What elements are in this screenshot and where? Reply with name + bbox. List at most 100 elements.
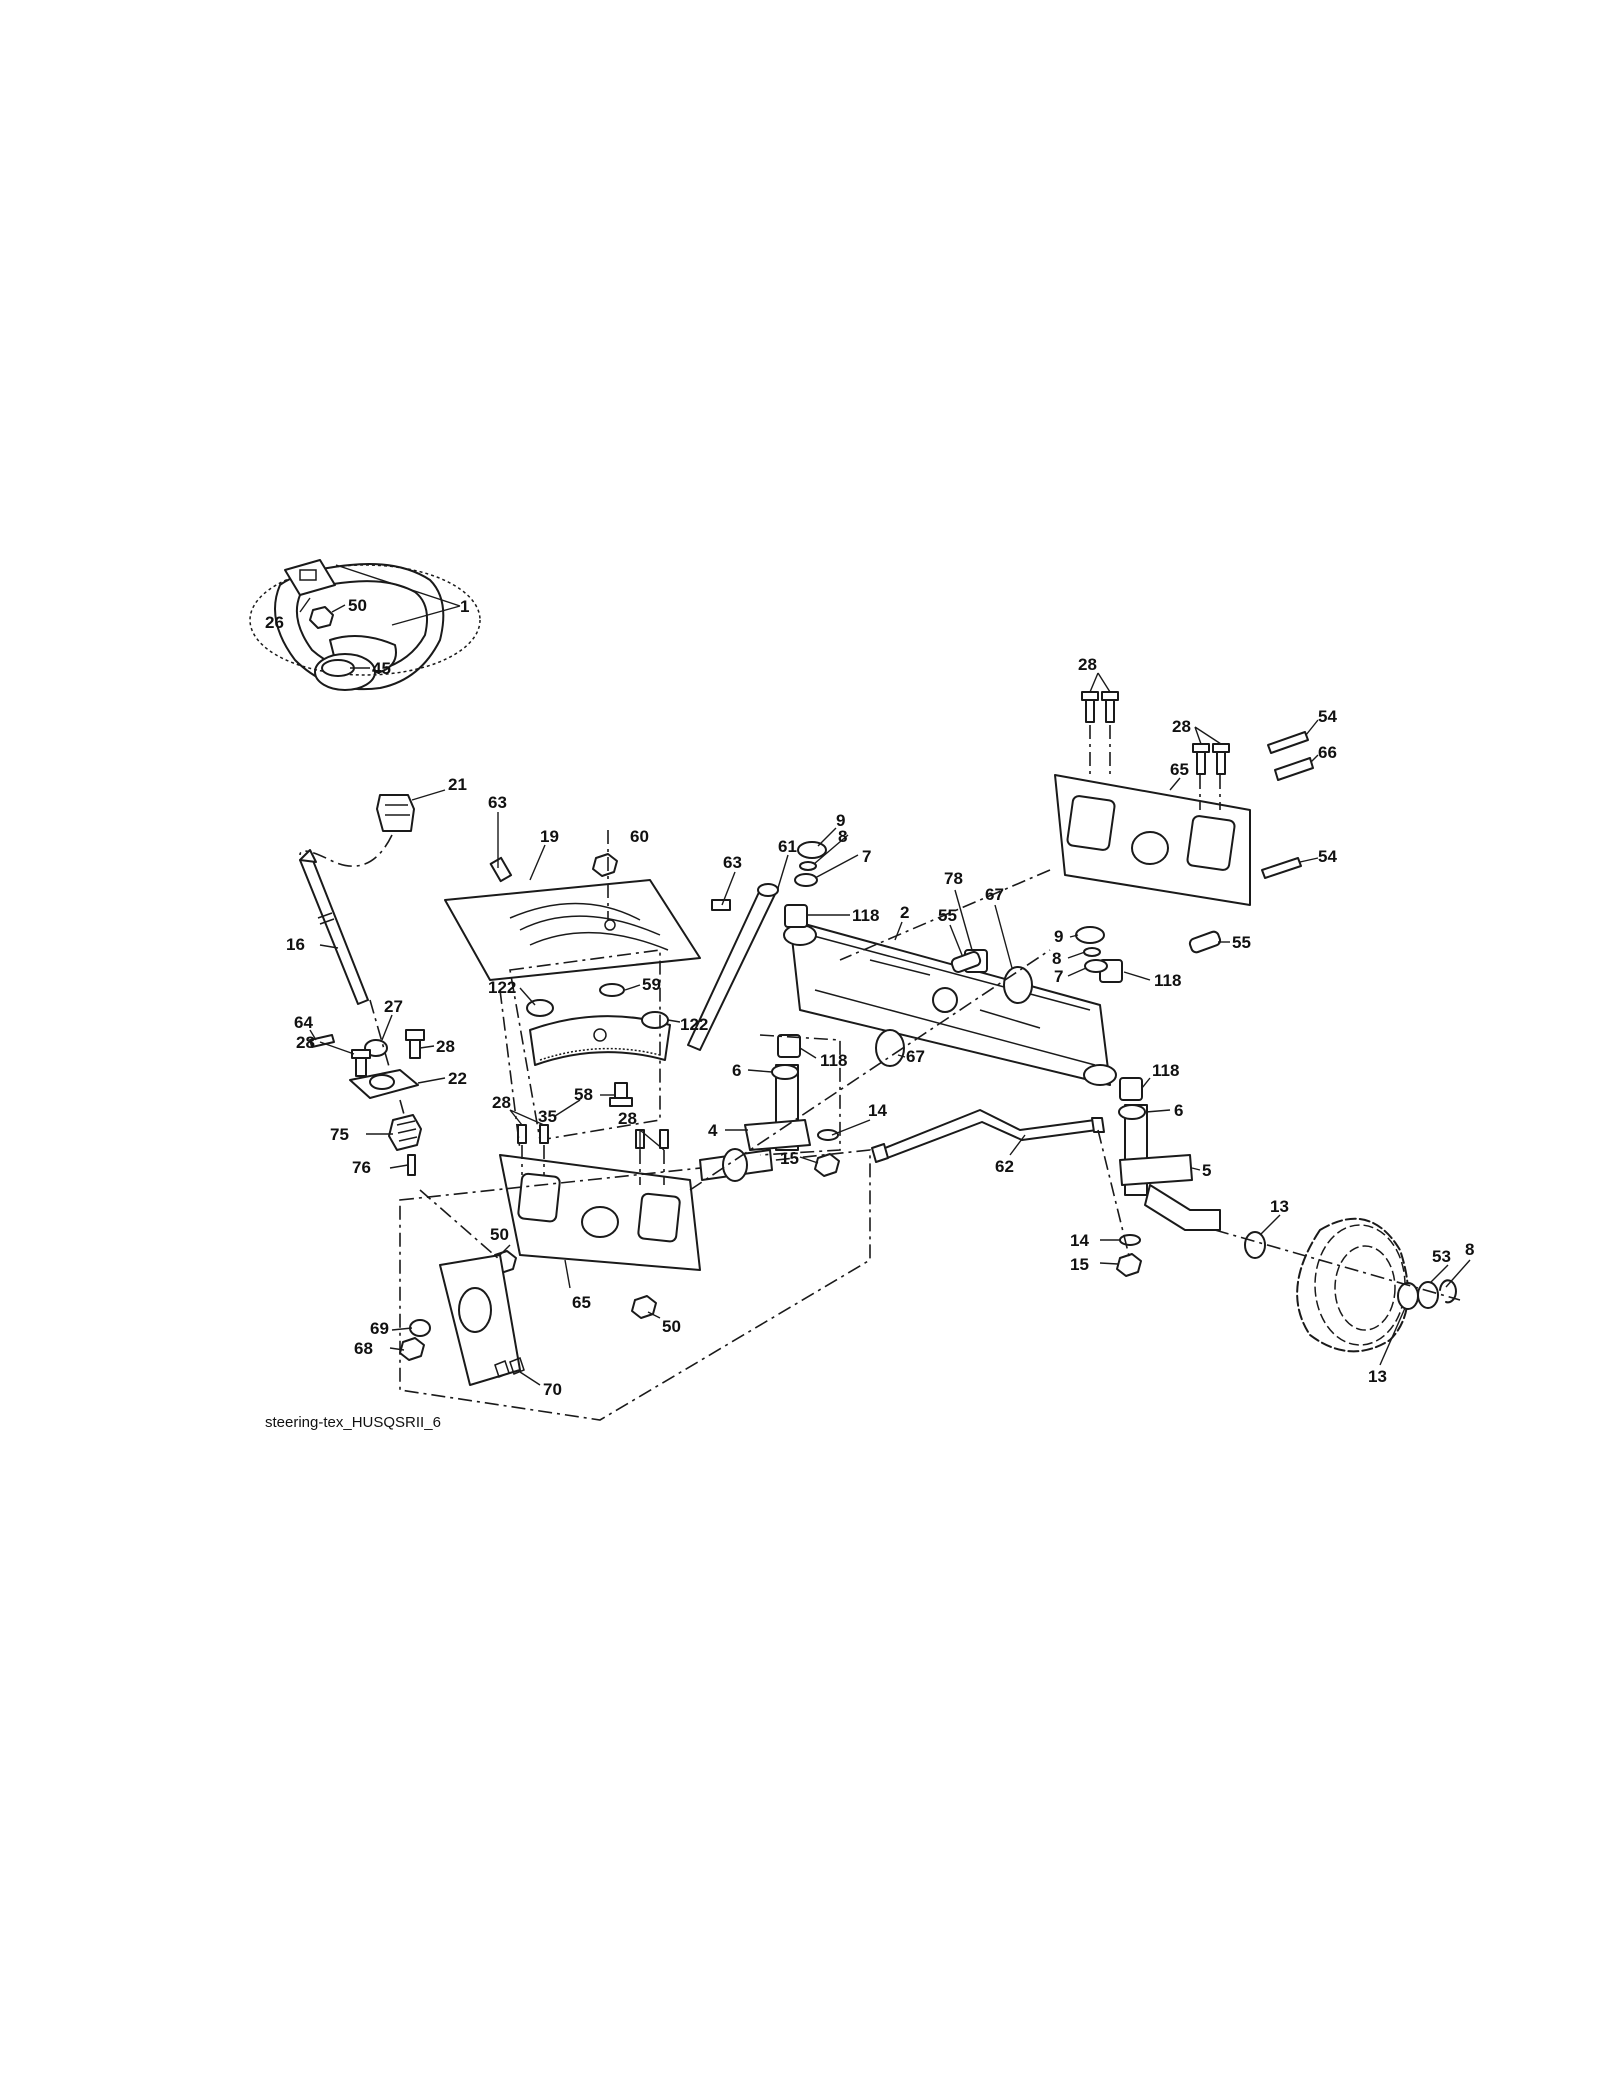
callout-22: 22 — [448, 1069, 467, 1088]
bolt-76 — [407, 1154, 416, 1176]
callout-28b: 28 — [296, 1033, 315, 1052]
callout-8: 8 — [838, 827, 847, 846]
bolt-28-right-c — [1192, 743, 1210, 775]
nut-15-right — [1116, 1253, 1142, 1277]
callout-69: 69 — [370, 1319, 389, 1338]
assembly-line-right-plate — [839, 869, 1051, 961]
callout-65: 65 — [1170, 760, 1189, 779]
drag-link — [687, 883, 779, 1051]
steering-wheel-cap — [284, 559, 336, 596]
callout-45: 45 — [372, 659, 391, 678]
callout-61: 61 — [778, 837, 797, 856]
callout-70: 70 — [543, 1380, 562, 1399]
bushing-118-upper-left — [784, 904, 808, 928]
callout-50b: 50 — [490, 1225, 509, 1244]
cap-nut-50 — [309, 606, 334, 629]
callout-19: 19 — [540, 827, 559, 846]
callout-55: 55 — [938, 906, 957, 925]
callout-15b: 15 — [1070, 1255, 1089, 1274]
callout-26: 26 — [265, 613, 284, 632]
callout-7b: 7 — [1054, 967, 1063, 986]
assembly-line-plate-bracket — [419, 1189, 501, 1261]
washer-7-right — [1084, 959, 1108, 973]
callout-28c: 28 — [492, 1093, 511, 1112]
mounting-plate-left — [499, 1154, 701, 1271]
callout-118d: 118 — [1152, 1061, 1179, 1080]
assembly-line-left-spindle — [759, 1034, 841, 1156]
nut-15-left — [814, 1153, 840, 1177]
bolt-28-left — [351, 1049, 371, 1077]
bracket-22 — [349, 1069, 419, 1099]
bolt-28-plate-a — [517, 1124, 527, 1144]
callout-9b: 9 — [1054, 927, 1063, 946]
callout-1: 1 — [460, 597, 469, 616]
callout-65b: 65 — [572, 1293, 591, 1312]
callout-67: 67 — [985, 885, 1004, 904]
tie-rod — [871, 1109, 1105, 1163]
washer-13-inner — [1244, 1231, 1266, 1259]
callout-21: 21 — [448, 775, 467, 794]
front-axle — [783, 919, 1117, 1086]
callout-67b: 67 — [906, 1047, 925, 1066]
callout-28d: 28 — [618, 1109, 637, 1128]
callout-6: 6 — [732, 1061, 741, 1080]
pivot-bushing-67-upper — [1003, 966, 1033, 1004]
bolt-28-plate-d — [659, 1129, 669, 1149]
ring-8-left — [799, 861, 817, 871]
assembly-line-bracket-gear — [399, 1099, 406, 1119]
washer-6-left — [771, 1064, 799, 1080]
callout-54: 54 — [1318, 707, 1337, 726]
bolt-54-lower — [1261, 857, 1302, 879]
callout-28f: 28 — [1172, 717, 1191, 736]
callout-58: 58 — [574, 1085, 593, 1104]
callout-53: 53 — [1432, 1247, 1451, 1266]
callout-66: 66 — [1318, 743, 1337, 762]
ring-8-right — [1083, 947, 1101, 957]
washer-59 — [599, 983, 625, 997]
callout-68: 68 — [354, 1339, 373, 1358]
callout-14: 14 — [868, 1101, 887, 1120]
callout-13: 13 — [1270, 1197, 1289, 1216]
diagram-caption: steering-tex_HUSQSRII_6 — [265, 1414, 441, 1431]
callout-118: 118 — [852, 906, 879, 925]
callout-labels: 1 26 50 45 21 63 19 60 63 16 122 59 122 … — [265, 596, 1474, 1399]
assembly-box-gear — [509, 949, 661, 1141]
callout-14b: 14 — [1070, 1231, 1089, 1250]
washer-69 — [409, 1319, 431, 1337]
front-wheel — [1296, 1217, 1409, 1353]
callout-7: 7 — [862, 847, 871, 866]
assembly-line-shaft-bracket — [369, 999, 391, 1071]
pivot-pin-55-left — [950, 951, 982, 973]
bolt-28-right-d — [1212, 743, 1230, 775]
callout-76: 76 — [352, 1158, 371, 1177]
bushing-122-left — [526, 999, 554, 1017]
bolt-58 — [609, 1082, 633, 1107]
nut-60 — [592, 853, 618, 877]
callout-8b: 8 — [1052, 949, 1061, 968]
callout-118b: 118 — [820, 1051, 847, 1070]
steering-plate — [444, 879, 701, 981]
sector-gear — [529, 1015, 671, 1066]
bolt-63-right — [711, 899, 731, 911]
steering-adapter-21 — [376, 794, 415, 832]
callout-62: 62 — [995, 1157, 1014, 1176]
bolt-66 — [1274, 757, 1314, 781]
callout-15: 15 — [780, 1149, 799, 1168]
callout-78: 78 — [944, 869, 963, 888]
bolt-54-upper — [1267, 731, 1309, 754]
assembly-line-plate-to-axle — [689, 949, 1051, 1191]
washer-14-left — [817, 1129, 839, 1141]
callout-118c: 118 — [1154, 971, 1181, 990]
steering-shaft — [299, 849, 369, 1005]
pinion-gear-75 — [388, 1114, 422, 1151]
callout-63b: 63 — [723, 853, 742, 872]
callout-27: 27 — [384, 997, 403, 1016]
cap-9-left — [797, 841, 827, 859]
pivot-bushing-67-lower — [875, 1029, 905, 1067]
right-spindle — [1119, 1104, 1221, 1231]
callout-9: 9 — [836, 811, 845, 830]
callout-64: 64 — [294, 1013, 313, 1032]
cap-9-right — [1075, 926, 1105, 944]
callout-55b: 55 — [1232, 933, 1251, 952]
callout-63: 63 — [488, 793, 507, 812]
